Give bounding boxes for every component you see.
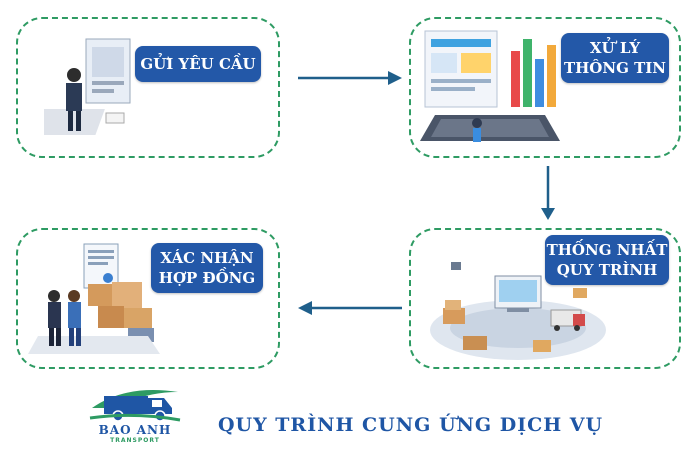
step-label-unify: THỐNG NHẤT QUY TRÌNH (545, 235, 669, 285)
step-label-line: XÁC NHẬN (160, 249, 254, 267)
arrow-right (298, 71, 402, 85)
step-label-line: HỢP ĐỒNG (158, 269, 256, 287)
logistics-cycle-illustration (430, 262, 606, 360)
step-card-process: XỬ LÝ THÔNG TIN (409, 17, 681, 158)
logo-name-text: BAO ANH (99, 423, 172, 437)
step-label-line: THỐNG NHẤT (546, 241, 668, 259)
step-label-process: XỬ LÝ THÔNG TIN (561, 33, 669, 83)
step-label-line: QUY TRÌNH (556, 261, 658, 279)
footer-title: QUY TRÌNH CUNG ỨNG DỊCH VỤ (218, 414, 604, 436)
truck-logo-icon: BAO ANH TRANSPORT (89, 390, 181, 444)
step-label-line: GỬI YÊU CẦU (140, 55, 256, 73)
step-label-confirm: XÁC NHẬN HỢP ĐỒNG (151, 243, 263, 293)
logo-sub-text: TRANSPORT (110, 437, 160, 444)
step-card-request: GỬI YÊU CẦU (16, 17, 280, 158)
step-card-confirm: XÁC NHẬN HỢP ĐỒNG (16, 228, 280, 369)
step-label-line: THÔNG TIN (563, 59, 667, 77)
contract-handshake-illustration (28, 243, 160, 354)
data-analysis-illustration (420, 30, 560, 142)
step-card-unify: THỐNG NHẤT QUY TRÌNH (409, 228, 681, 369)
arrow-left (298, 301, 402, 315)
business-request-illustration (44, 38, 131, 135)
company-logo: BAO ANH TRANSPORT (86, 378, 184, 444)
arrow-down (541, 166, 555, 220)
step-label-line: XỬ LÝ (589, 39, 641, 57)
step-label-request: GỬI YÊU CẦU (135, 46, 261, 82)
